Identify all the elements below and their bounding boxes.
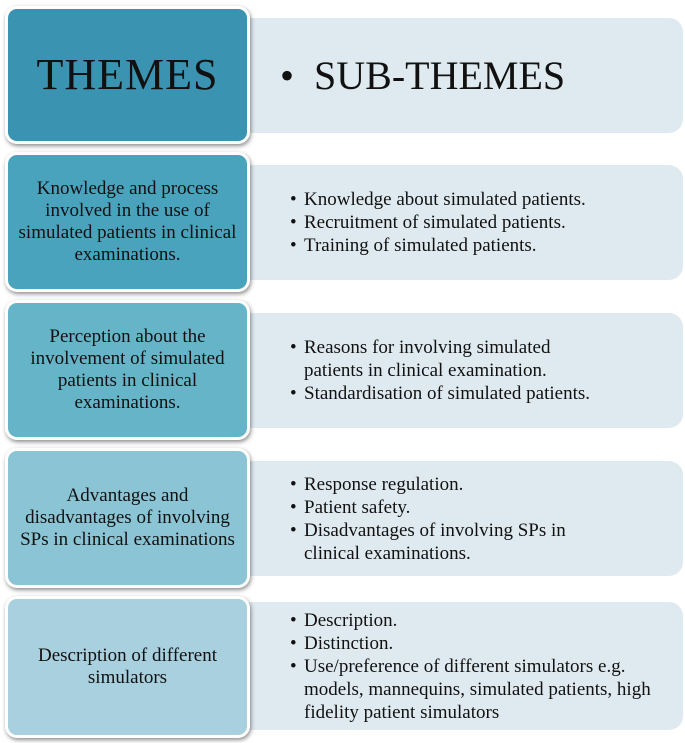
subtheme-panel-2: Reasons for involving simulated patients… bbox=[230, 313, 683, 428]
theme-header: THEMES bbox=[5, 6, 250, 144]
subtheme-item: Recruitment of simulated patients. bbox=[290, 211, 586, 234]
subtheme-item: Response regulation. bbox=[290, 473, 604, 496]
subtheme-list-1: Knowledge about simulated patients. Recr… bbox=[230, 188, 586, 257]
theme-label-1: Knowledge and process involved in the us… bbox=[18, 178, 237, 265]
theme-label-3: Advantages and disadvantages of involvin… bbox=[20, 485, 235, 550]
theme-box-1: Knowledge and process involved in the us… bbox=[5, 152, 250, 292]
theme-label-2: Perception about the involvement of simu… bbox=[30, 326, 225, 413]
subtheme-panel-4: Description. Distinction. Use/preference… bbox=[230, 602, 683, 730]
subtheme-item: Patient safety. bbox=[290, 496, 604, 519]
subtheme-item: Standardisation of simulated patients. bbox=[290, 382, 604, 405]
theme-box-2: Perception about the involvement of simu… bbox=[5, 300, 250, 440]
subtheme-item: Training of simulated patients. bbox=[290, 234, 586, 257]
subtheme-item: Disadvantages of involving SPs in clinic… bbox=[290, 519, 604, 565]
header-row: • SUB-THEMES THEMES bbox=[0, 0, 685, 150]
subtheme-item: Use/preference of different simulators e… bbox=[290, 655, 659, 724]
subtheme-panel-3: Response regulation. Patient safety. Dis… bbox=[230, 461, 683, 576]
subtheme-header-bullet: • bbox=[280, 53, 295, 98]
subtheme-list-3: Response regulation. Patient safety. Dis… bbox=[230, 473, 604, 565]
subtheme-item: Distinction. bbox=[290, 632, 659, 655]
theme-box-3: Advantages and disadvantages of involvin… bbox=[5, 448, 250, 588]
theme-header-label: THEMES bbox=[36, 50, 219, 99]
theme-box-4: Description of different simulators bbox=[5, 596, 250, 738]
subtheme-item: Reasons for involving simulated patients… bbox=[290, 336, 604, 382]
subtheme-header-label: SUB-THEMES bbox=[314, 53, 566, 98]
subtheme-header: • SUB-THEMES bbox=[230, 52, 565, 99]
subtheme-item: Description. bbox=[290, 609, 659, 632]
theme-row-3: Response regulation. Patient safety. Dis… bbox=[0, 446, 685, 594]
subtheme-item: Knowledge about simulated patients. bbox=[290, 188, 586, 211]
subtheme-list-4: Description. Distinction. Use/preference… bbox=[230, 609, 659, 724]
theme-row-2: Reasons for involving simulated patients… bbox=[0, 298, 685, 446]
theme-row-1: Knowledge about simulated patients. Recr… bbox=[0, 150, 685, 298]
theme-row-4: Description. Distinction. Use/preference… bbox=[0, 594, 685, 743]
theme-label-4: Description of different simulators bbox=[37, 645, 218, 688]
subtheme-panel-1: Knowledge about simulated patients. Recr… bbox=[230, 165, 683, 280]
subtheme-header-panel: • SUB-THEMES bbox=[230, 18, 683, 133]
subtheme-list-2: Reasons for involving simulated patients… bbox=[230, 336, 604, 405]
